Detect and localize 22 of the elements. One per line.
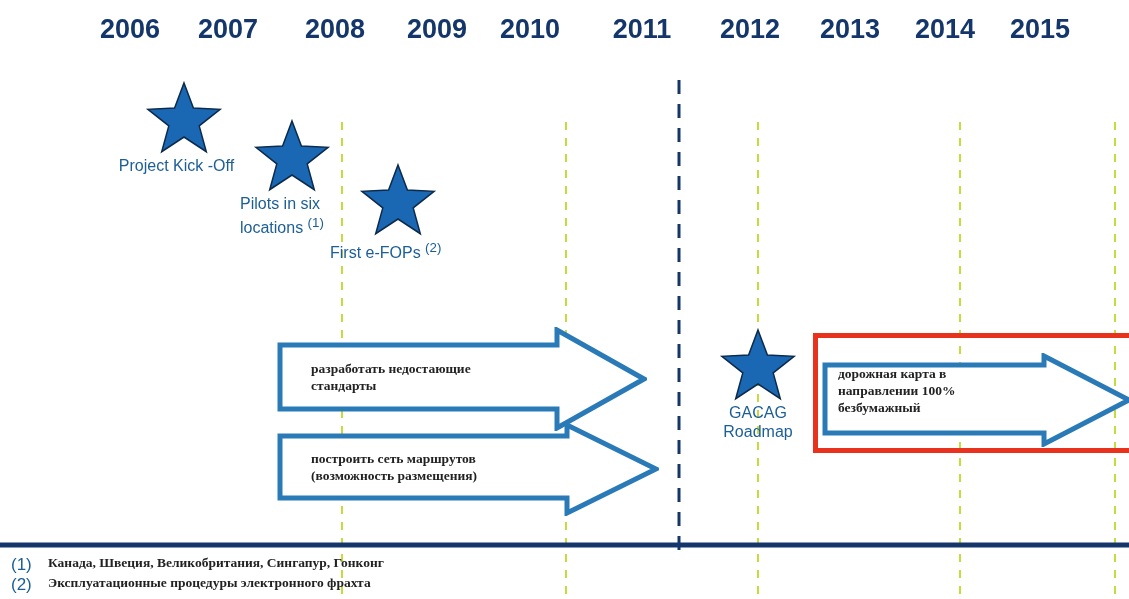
footnote-number: (1) [11, 555, 32, 575]
footnote-text: Канада, Швеция, Великобритания, Сингапур, Гонконг [48, 555, 384, 571]
milestone-label: GACAG Roadmap [722, 403, 794, 441]
year-label: 2015 [1009, 14, 1071, 45]
year-label: 2009 [406, 14, 468, 45]
arrow-label: разработать недостающие стандарты [311, 360, 472, 394]
footnote-text: Эксплуатационные процедуры электронного фрахта [48, 575, 371, 591]
year-label: 2006 [99, 14, 161, 45]
arrow-label: построить сеть маршрутов (возможность размещения) [311, 450, 478, 484]
milestone-label: Project Kick -Off [117, 156, 236, 175]
arrow-label: дорожная карта в направлении 100% безбумажный [838, 365, 957, 416]
year-label: 2008 [304, 14, 366, 45]
year-label: 2011 [612, 14, 672, 45]
year-label: 2013 [819, 14, 881, 45]
highlight-frame [813, 333, 1129, 453]
year-label: 2014 [914, 14, 976, 45]
year-label: 2010 [499, 14, 561, 45]
footnote-number: (2) [11, 575, 32, 595]
milestone-label: Pilots in six locations $^{(1)}$ [240, 194, 325, 238]
milestone-label: First e-FOPs $^{(2)}$ [330, 239, 443, 263]
year-label: 2007 [197, 14, 259, 45]
year-label: 2012 [719, 14, 781, 45]
